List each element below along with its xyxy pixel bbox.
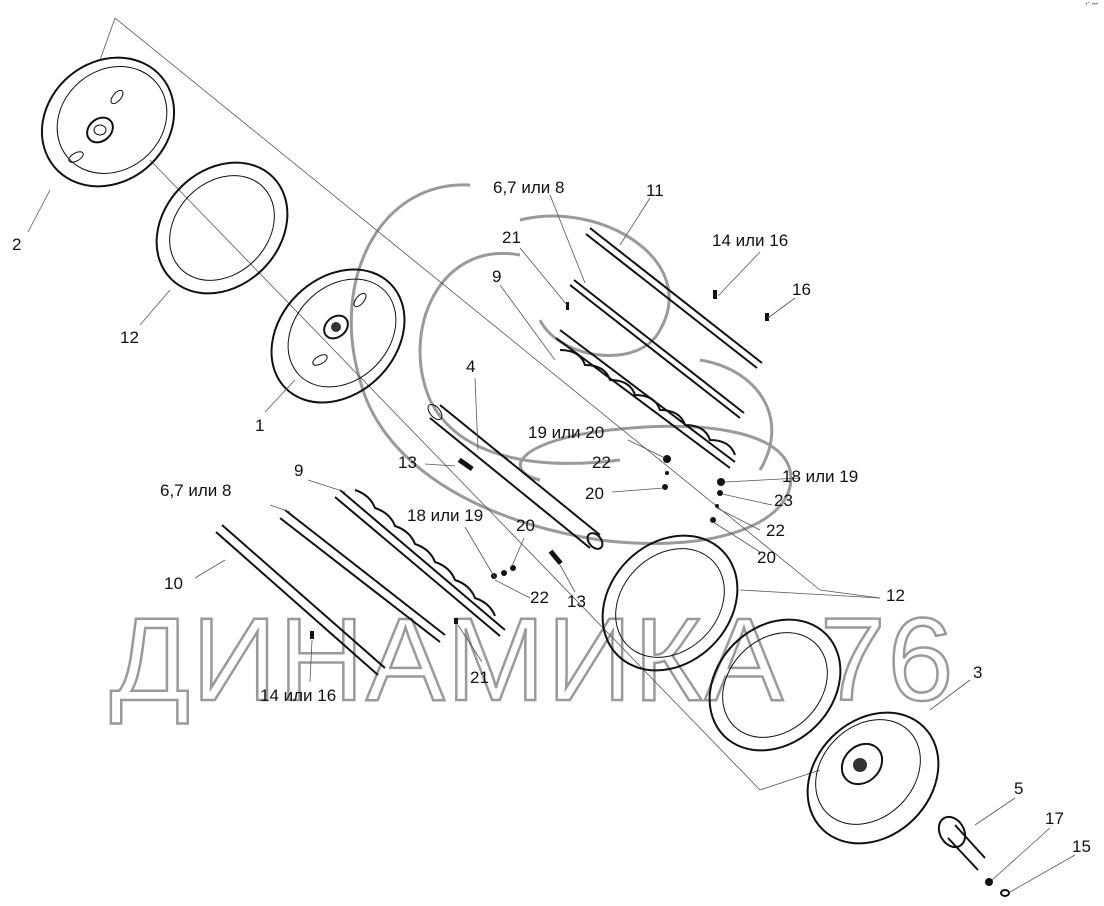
- wheel-3: [806, 711, 940, 845]
- fasteners: [310, 290, 769, 639]
- label-1: 1: [255, 416, 264, 435]
- label-18-19: 18 или 19: [782, 467, 858, 486]
- label-11: 11: [646, 181, 664, 200]
- strip-11: [585, 227, 763, 369]
- label-20: 20: [585, 484, 604, 503]
- label-22: 22: [592, 453, 611, 472]
- ring-12-lower-b: [708, 618, 842, 752]
- shaft-4: [427, 403, 604, 550]
- label-22: 22: [530, 588, 549, 607]
- strip-10: [215, 524, 386, 676]
- label-20: 20: [757, 548, 776, 567]
- watermark-logo: [349, 183, 793, 545]
- label-21: 21: [502, 228, 521, 247]
- label-20: 20: [516, 516, 535, 535]
- bar-9-top: [555, 329, 736, 469]
- corner-mark: •° •••: [1085, 2, 1098, 8]
- part-labels: 2 12 1 6,7 или 8 11 14 или 16 16 21 9 4 …: [12, 178, 1091, 856]
- label-19-20: 19 или 20: [528, 423, 604, 442]
- label-9: 9: [294, 461, 303, 480]
- label-5: 5: [1014, 779, 1023, 798]
- label-23: 23: [774, 491, 793, 510]
- wheel-2: [40, 56, 176, 188]
- ring-12-lower-a: [601, 534, 739, 672]
- label-14-16: 14 или 16: [260, 686, 336, 705]
- strip-6-7-8-top: [569, 279, 745, 419]
- label-16: 16: [792, 280, 811, 299]
- label-14-16: 14 или 16: [712, 231, 788, 250]
- bar-9-lower: [334, 489, 506, 637]
- ring-12-top: [155, 161, 289, 295]
- assembly-lines: [99, 17, 881, 791]
- wheel-1: [270, 268, 406, 404]
- label-9: 9: [492, 267, 501, 286]
- label-21: 21: [470, 668, 489, 687]
- label-3: 3: [973, 663, 982, 682]
- label-17: 17: [1045, 809, 1064, 828]
- label-18-19: 18 или 19: [407, 506, 483, 525]
- label-4: 4: [466, 357, 475, 376]
- label-13: 13: [567, 592, 586, 611]
- hub-5: [937, 815, 1010, 897]
- label-10: 10: [164, 574, 183, 593]
- label-15: 15: [1072, 837, 1091, 856]
- label-12: 12: [120, 328, 139, 347]
- label-12: 12: [886, 586, 905, 605]
- label-6-7-8: 6,7 или 8: [160, 481, 231, 500]
- strip-6-7-8-lower: [279, 509, 446, 643]
- label-22: 22: [766, 521, 785, 540]
- label-2: 2: [12, 235, 21, 254]
- label-13: 13: [398, 453, 417, 472]
- label-6-7-8: 6,7 или 8: [493, 178, 564, 197]
- watermark-text: ДИНАМИКА 76: [110, 594, 955, 726]
- label-leaders: [27, 189, 1076, 893]
